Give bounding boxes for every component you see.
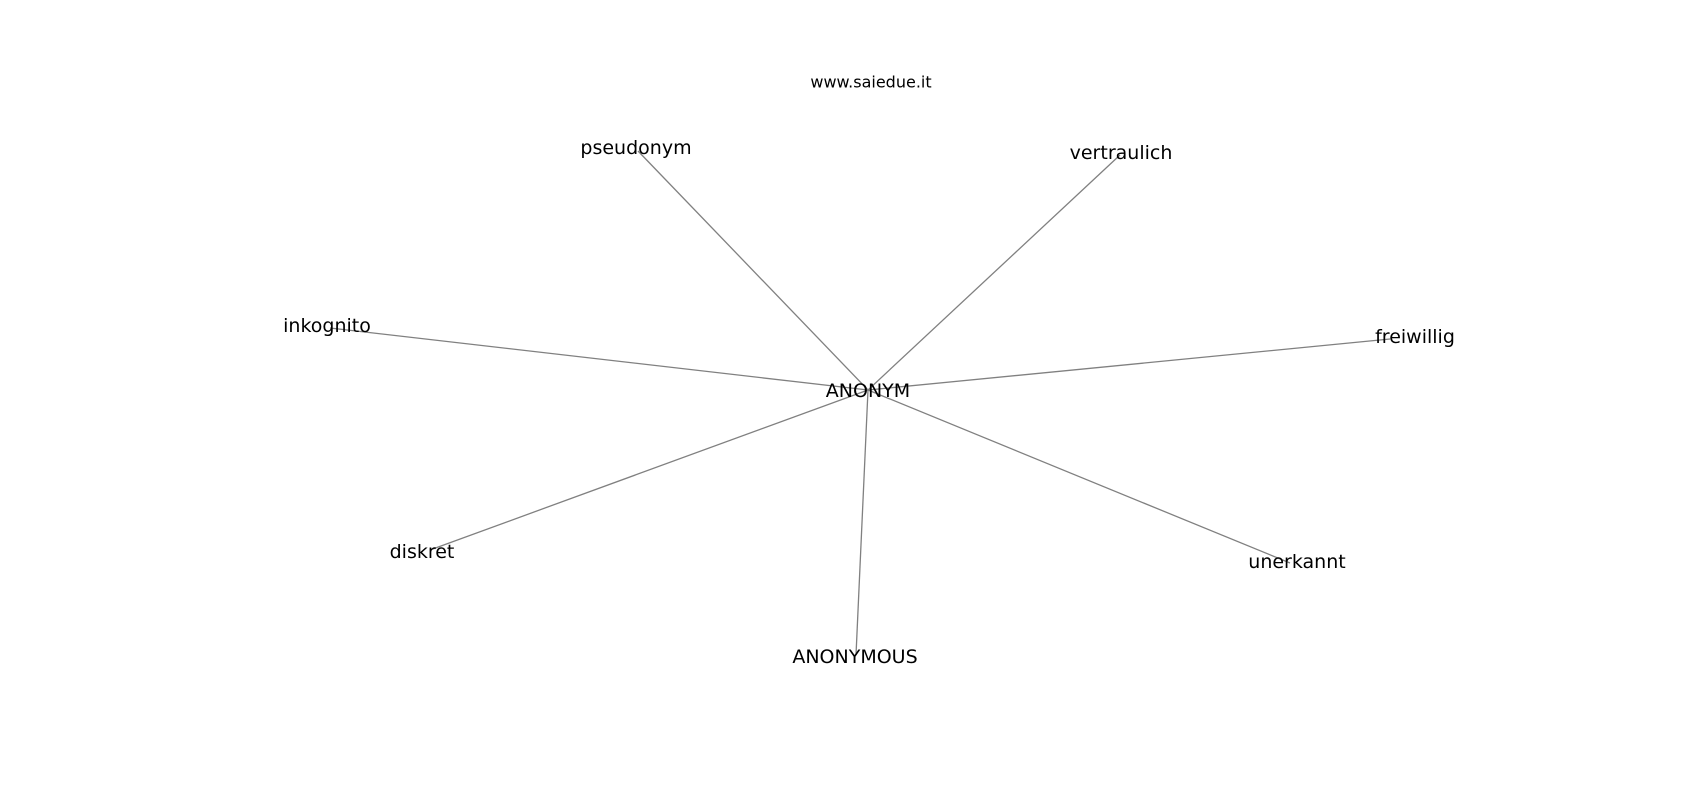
node-center: ANONYM xyxy=(826,380,910,402)
edge-anonym-pseudonym xyxy=(637,150,869,391)
node-diskret: diskret xyxy=(390,541,455,563)
node-anonymous: ANONYMOUS xyxy=(792,646,917,668)
node-unerkannt: unerkannt xyxy=(1248,551,1345,573)
edge-anonym-anonymous xyxy=(855,389,869,656)
edges xyxy=(329,150,1391,656)
edge-anonym-inkognito xyxy=(329,327,869,391)
nodes: ANONYM pseudonym vertraulich inkognito f… xyxy=(283,137,1455,668)
node-vertraulich: vertraulich xyxy=(1070,142,1173,164)
node-inkognito: inkognito xyxy=(283,315,371,337)
source-url: www.saiedue.it xyxy=(810,73,931,92)
edge-anonym-unerkannt xyxy=(867,389,1291,564)
node-pseudonym: pseudonym xyxy=(580,137,691,159)
node-freiwillig: freiwillig xyxy=(1375,326,1455,348)
edge-anonym-vertraulich xyxy=(867,154,1121,391)
edge-anonym-freiwillig xyxy=(867,338,1391,391)
edge-anonym-diskret xyxy=(429,389,869,551)
